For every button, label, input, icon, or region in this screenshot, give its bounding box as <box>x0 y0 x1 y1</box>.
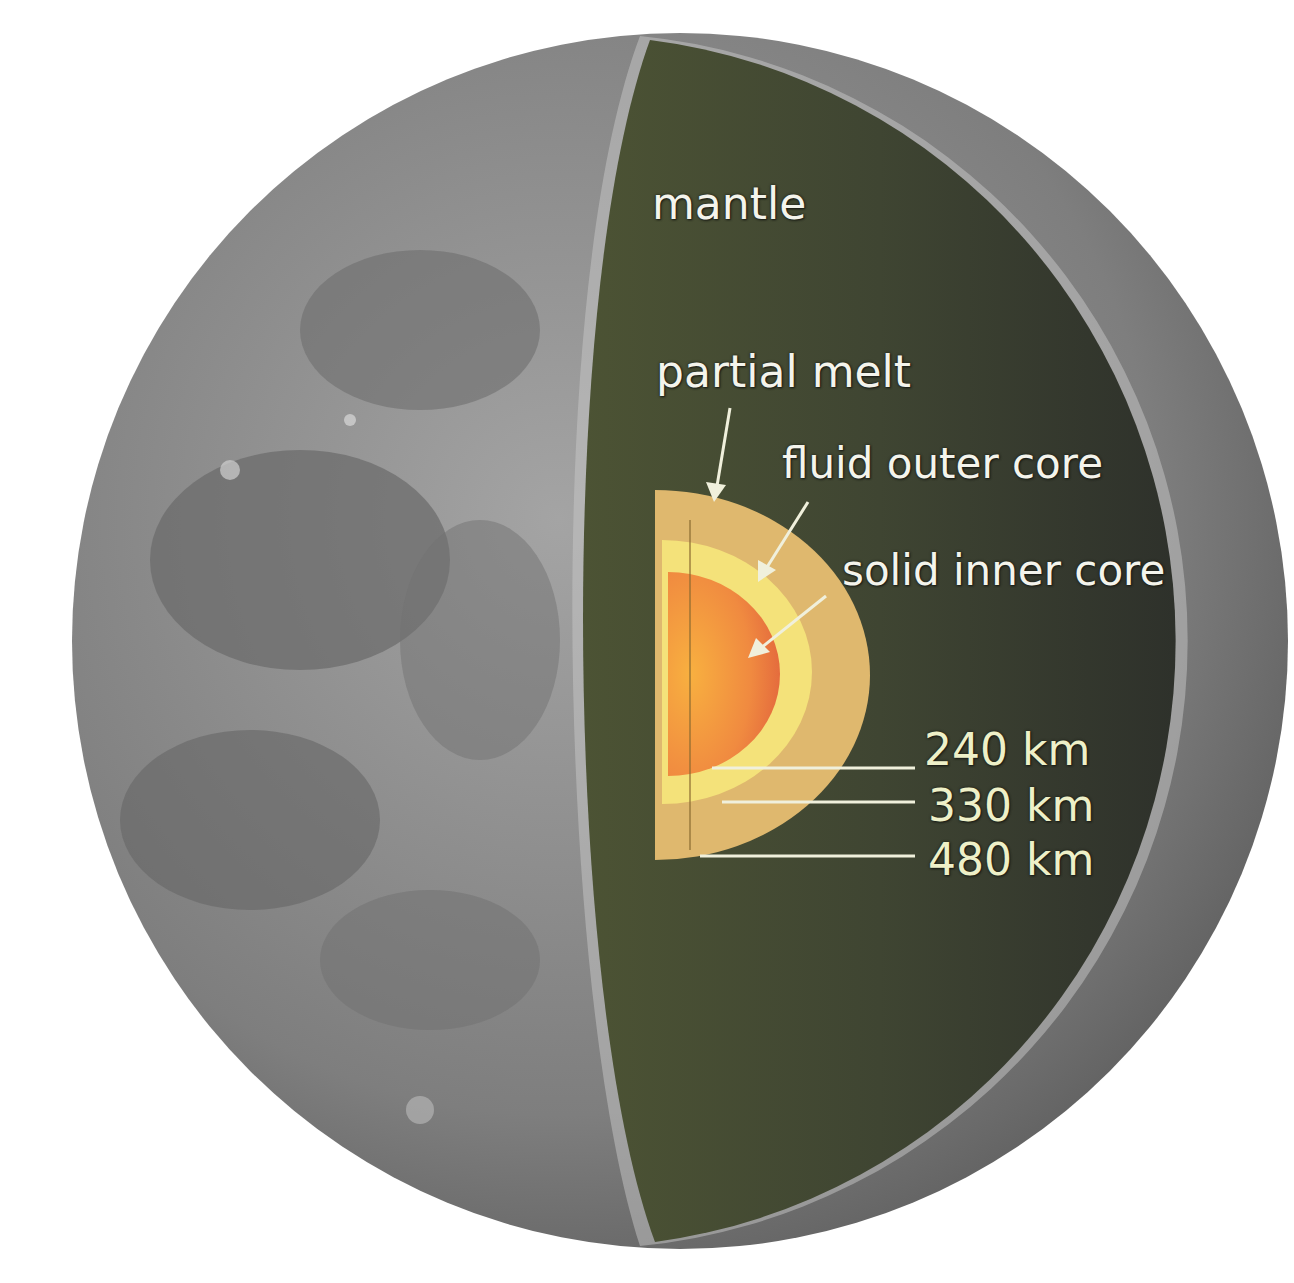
part-name: partial melt <box>656 350 911 394</box>
rim <box>572 36 1187 1246</box>
dimension: 330 km <box>928 784 1094 828</box>
outer-core-layer <box>662 540 812 804</box>
part-name: solid inner core <box>842 550 1165 592</box>
part-name: fluid outer core <box>782 443 1103 485</box>
maria <box>120 250 560 1124</box>
mantle-cutaway <box>583 40 1176 1242</box>
moon-surface <box>72 33 1288 1249</box>
dimension: 480 km <box>928 838 1094 882</box>
arrowheads <box>706 482 776 658</box>
part-name: mantle <box>652 182 806 226</box>
partial-melt-layer <box>655 490 870 860</box>
inner-core-layer <box>668 572 780 776</box>
dimension: 240 km <box>924 728 1090 772</box>
